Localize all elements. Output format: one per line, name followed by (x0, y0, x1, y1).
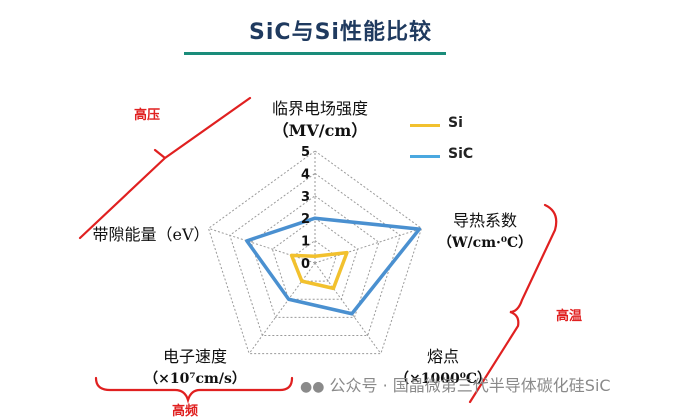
legend-swatch-si (410, 124, 440, 127)
axis-label-electron-velocity: 电子速度 （×10⁷cm/s） (130, 346, 260, 390)
annotation-high-temp: 高温 (556, 309, 583, 324)
axis-unit: （MV/cm） (272, 121, 368, 140)
grid-spoke (314, 227, 422, 264)
brace-high-temp (468, 203, 558, 404)
grid-spoke (248, 262, 316, 354)
axis-unit: （W/cm·⁰C） (437, 235, 533, 251)
tick-label: 3 (301, 190, 310, 205)
axis-label-thermal-conductivity: 导热系数 （W/cm·⁰C） (430, 210, 540, 254)
tick-label: 4 (301, 167, 310, 182)
watermark: ●● 公众号 · 国晶微第三代半导体碳化硅SiC (300, 372, 611, 396)
series-si (289, 250, 349, 291)
radar-chart: 0 1 2 3 4 5 (78, 96, 558, 404)
annotation-high-voltage: 高压 (134, 108, 161, 123)
legend-swatch-sic (410, 155, 440, 158)
legend-label-sic: SiC (448, 146, 474, 162)
axis-name: 导热系数 (452, 211, 517, 230)
wechat-icon: ●● (300, 379, 325, 395)
legend-label-si: Si (448, 115, 463, 131)
axis-unit: （×10⁷cm/s） (144, 371, 246, 387)
watermark-text: 公众号 · 国晶微第三代半导体碳化硅SiC (329, 376, 611, 395)
series-sic (245, 216, 422, 316)
axis-label-bandgap: 带隙能量（eV） (86, 224, 216, 246)
tick-label: 0 (301, 257, 310, 272)
axis-label-critical-field: 临界电场强度 （MV/cm） (250, 98, 390, 142)
brace-high-freq (94, 376, 294, 404)
axis-name: 熔点 (426, 347, 459, 366)
axis-name: 电子速度 (162, 347, 227, 366)
axis-name: 带隙能量（eV） (92, 225, 210, 244)
tick-label: 1 (301, 235, 310, 250)
brace-high-voltage (78, 96, 252, 240)
grid-spoke (208, 227, 316, 264)
grid-spoke (314, 262, 382, 354)
axis-label-melting-point: 熔点 （×1000⁰C） (393, 346, 493, 390)
axis-unit: （×1000⁰C） (395, 371, 491, 387)
title-underline (184, 52, 446, 55)
tick-label: 2 (301, 212, 310, 227)
axis-name: 临界电场强度 (271, 99, 368, 118)
tick-label: 5 (301, 145, 310, 160)
chart-title: SiC与Si性能比较 (249, 20, 432, 45)
grid-ring-5 (207, 150, 423, 355)
